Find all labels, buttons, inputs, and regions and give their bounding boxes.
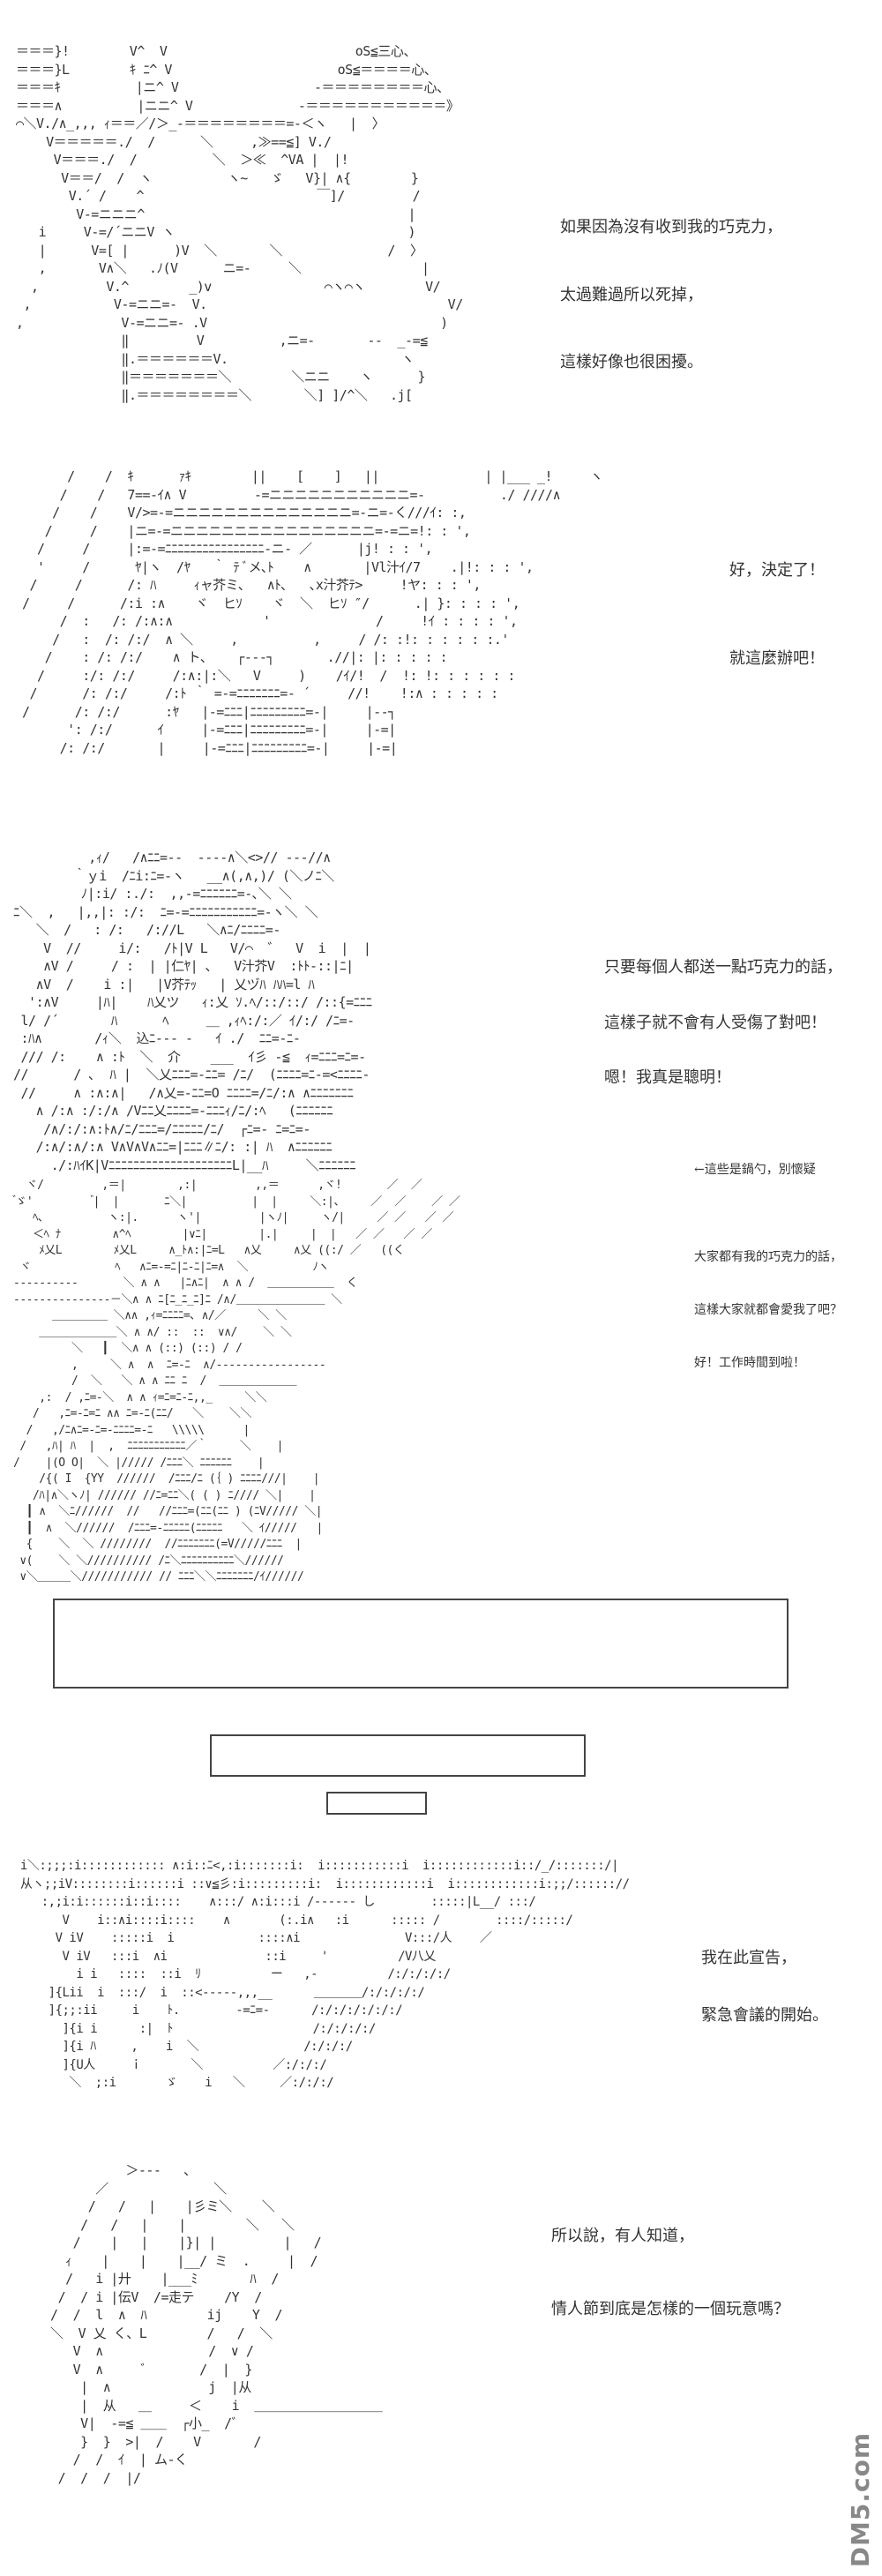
caption: 我在此宣告， (701, 1949, 796, 1967)
caption: ←這些是鍋勺，別懷疑 (694, 1163, 816, 1177)
caption: 這樣子就不會有人受傷了對吧！ (604, 1014, 826, 1032)
caption: 情人節到底是怎樣的一個玩意嗎？ (551, 2300, 789, 2318)
caption: 如果因為沒有收到我的巧克力， (560, 218, 782, 236)
caption: 這樣大家就都會愛我了吧？ (694, 1303, 842, 1317)
caption: 這樣好像也很困擾。 (560, 353, 703, 371)
ascii-art-panel-4: ヾ/ ,＝| ,:| ,,＝ ,ヾ! ／ ／ ゙ゞ' ゙| | ﾆ＼| | | … (13, 1179, 460, 1584)
ascii-art-panel-5: i＼:;;;:i:::::::::::: ∧:i::ﾆ<,:i:::::::i:… (19, 1859, 630, 2090)
caption: 緊急會議的開始。 (701, 2006, 828, 2025)
caption: 嗯！我真是聰明！ (604, 1068, 731, 1087)
caption: 只要每個人都送一點巧克力的話， (604, 958, 842, 977)
caption: 好，決定了！ (729, 561, 825, 580)
caption: 就這麼辦吧！ (729, 649, 825, 668)
caption: 大家都有我的巧克力的話， (694, 1250, 842, 1264)
caption: 太過難過所以死掉， (560, 286, 703, 304)
empty-speech-box-large (53, 1599, 789, 1689)
caption: 好！工作時間到啦！ (694, 1356, 805, 1370)
empty-speech-box-medium (210, 1734, 586, 1777)
empty-speech-box-small (326, 1792, 427, 1815)
watermark-logo: DM5.com (846, 2431, 875, 2567)
ascii-art-panel-6: ＞‐‐‐ 、 ／ ＼ / / | |彡ミ＼ ＼ / / | | ＼ ＼ / | … (50, 2162, 383, 2486)
ascii-art-panel-3: ,ｨ/ /∧ﾆﾆ=-- ----∧＼<>// ---//∧ ｀ｙi /ﾆi:ﾆ=… (13, 850, 372, 1173)
ascii-art-panel-1: ＝＝＝}! V^ V oS≦三心、 ＝＝＝}L ｷ ﾆ^ V oS≦＝＝＝＝心、… (16, 43, 463, 403)
caption: 所以說，有人知道， (551, 2227, 694, 2245)
ascii-art-panel-2: / / ｷ ｧｷ || [ ] || | |___ _! ヽ / / 7==-ｲ… (22, 468, 603, 756)
